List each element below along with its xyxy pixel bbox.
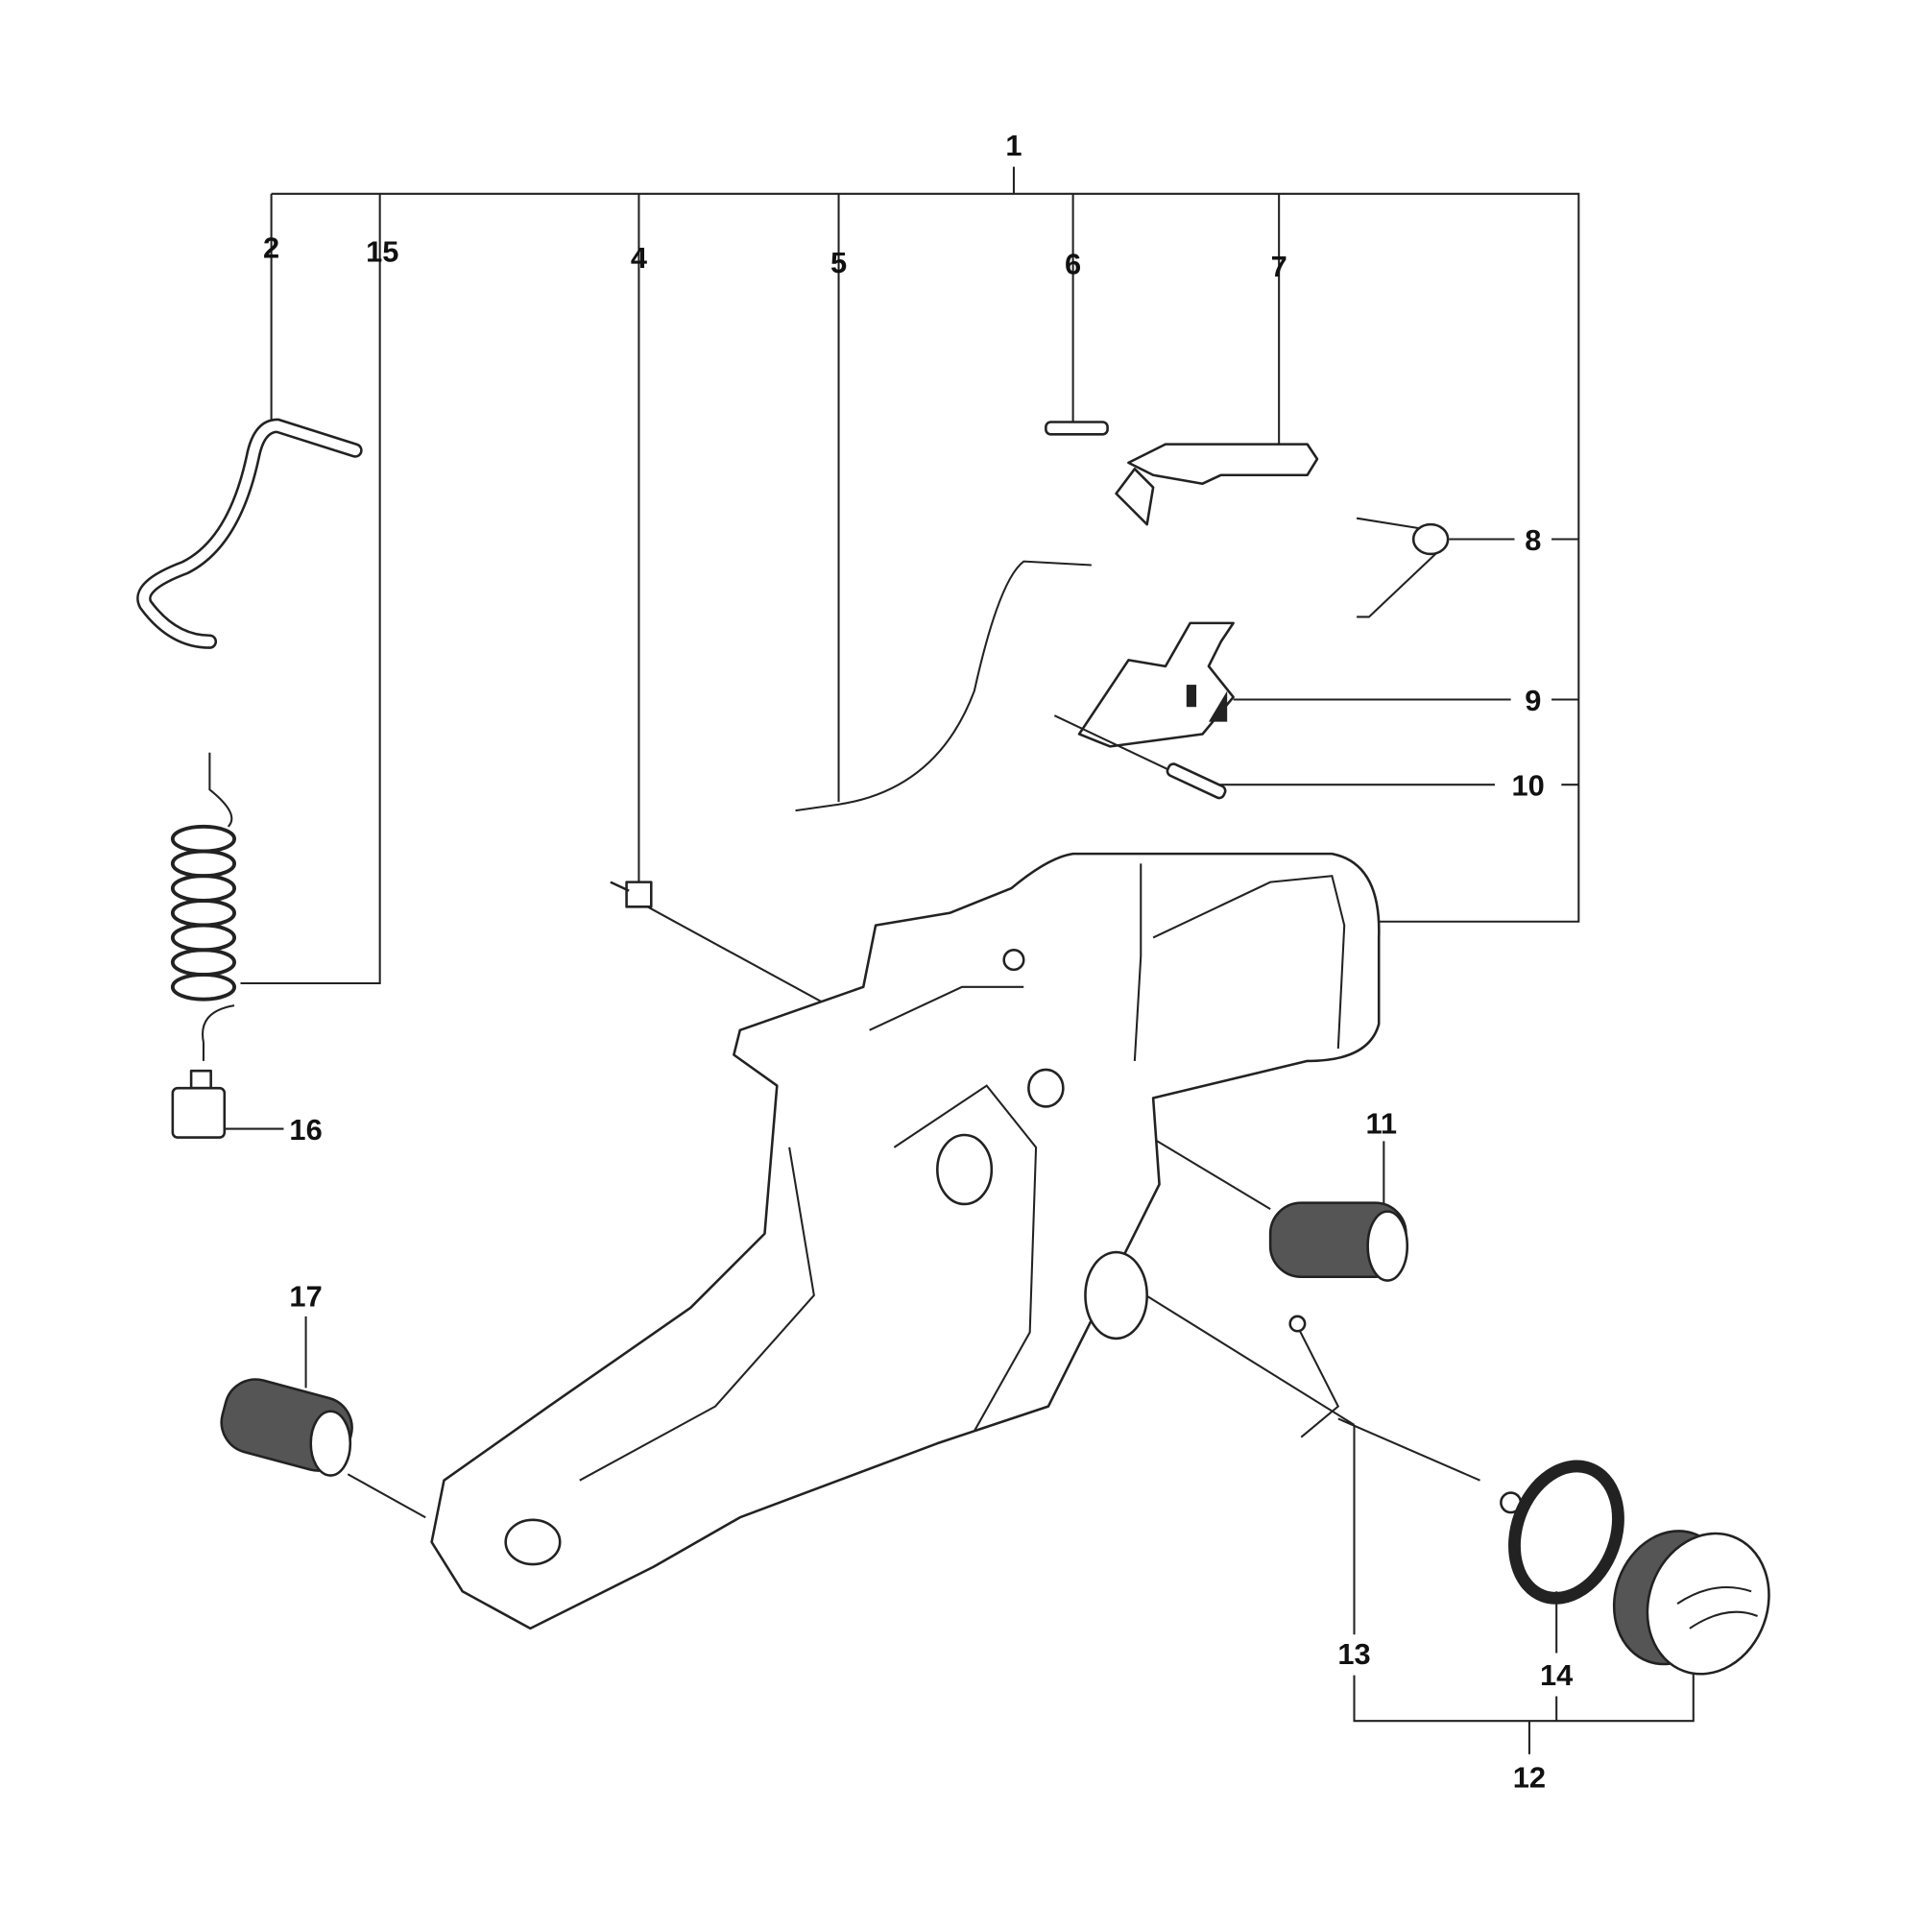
tank-housing-part — [430, 852, 1381, 1630]
throttle-trigger-part — [1115, 443, 1319, 526]
callout-8: 8 — [1525, 523, 1541, 557]
buffer-part-4 — [610, 881, 653, 908]
fuel-cap-part — [1612, 1530, 1770, 1676]
av-spring-part-11 — [1268, 1201, 1409, 1282]
fuel-filter-part — [171, 1069, 227, 1139]
pin-part-10 — [1053, 714, 1227, 800]
pin-part-6 — [1045, 421, 1109, 436]
callout-1: 1 — [1005, 129, 1022, 162]
callout-16: 16 — [289, 1113, 322, 1147]
throttle-lockout-part — [1077, 621, 1235, 748]
spring-part-8 — [1356, 517, 1450, 618]
av-spring-part-17 — [220, 1378, 353, 1477]
callout-2: 2 — [263, 231, 279, 265]
callout-10: 10 — [1511, 769, 1544, 803]
callout-17: 17 — [289, 1280, 322, 1314]
fuel-hose-inner — [138, 421, 361, 647]
callout-12: 12 — [1513, 1761, 1546, 1795]
callout-13: 13 — [1337, 1637, 1370, 1671]
callout-5: 5 — [830, 246, 847, 279]
throttle-rod-part — [795, 560, 1092, 812]
callout-4: 4 — [631, 241, 647, 275]
callout-11: 11 — [1365, 1107, 1397, 1141]
callout-9: 9 — [1525, 684, 1541, 717]
fuel-pickup-coil-part — [170, 752, 237, 1061]
callout-14: 14 — [1540, 1658, 1573, 1692]
o-ring-part — [1508, 1460, 1624, 1605]
callout-6: 6 — [1065, 247, 1081, 280]
callout-15: 15 — [366, 234, 398, 268]
callout-7: 7 — [1271, 250, 1287, 283]
leader-lines — [224, 166, 1695, 1754]
filler-key-part — [1288, 1315, 1523, 1514]
